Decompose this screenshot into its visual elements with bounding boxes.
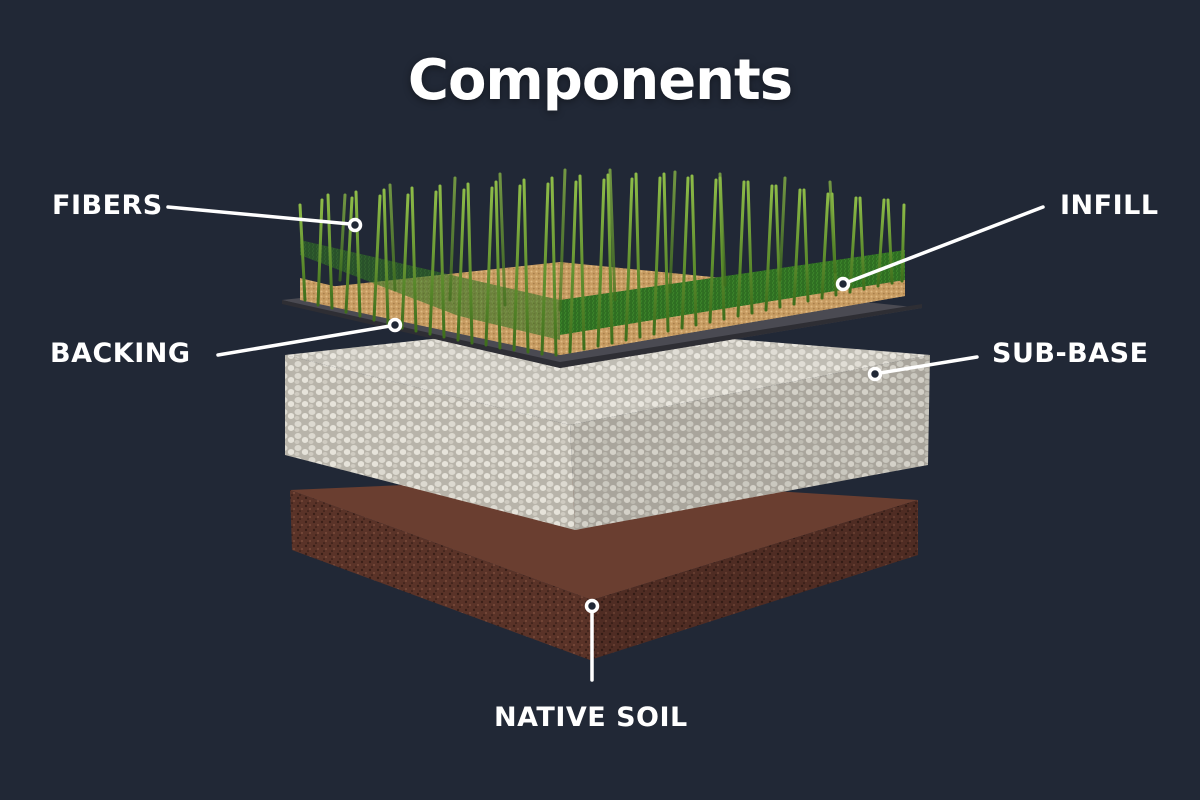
label-fibers: FIBERS bbox=[52, 190, 163, 221]
label-sub-base: SUB-BASE bbox=[992, 338, 1149, 369]
fibers-layer bbox=[298, 168, 906, 357]
diagram-title: Components bbox=[407, 48, 793, 113]
label-infill: INFILL bbox=[1060, 190, 1159, 221]
sub-base-callout bbox=[867, 355, 979, 382]
native-soil-callout bbox=[584, 598, 600, 682]
label-backing: BACKING bbox=[50, 338, 191, 369]
sub-base-layer bbox=[285, 325, 930, 530]
infill-callout bbox=[835, 205, 1045, 292]
label-native-soil: NATIVE SOIL bbox=[494, 702, 688, 733]
fibers-callout bbox=[166, 205, 363, 233]
native-soil-layer bbox=[290, 478, 918, 660]
backing-callout bbox=[216, 317, 403, 357]
